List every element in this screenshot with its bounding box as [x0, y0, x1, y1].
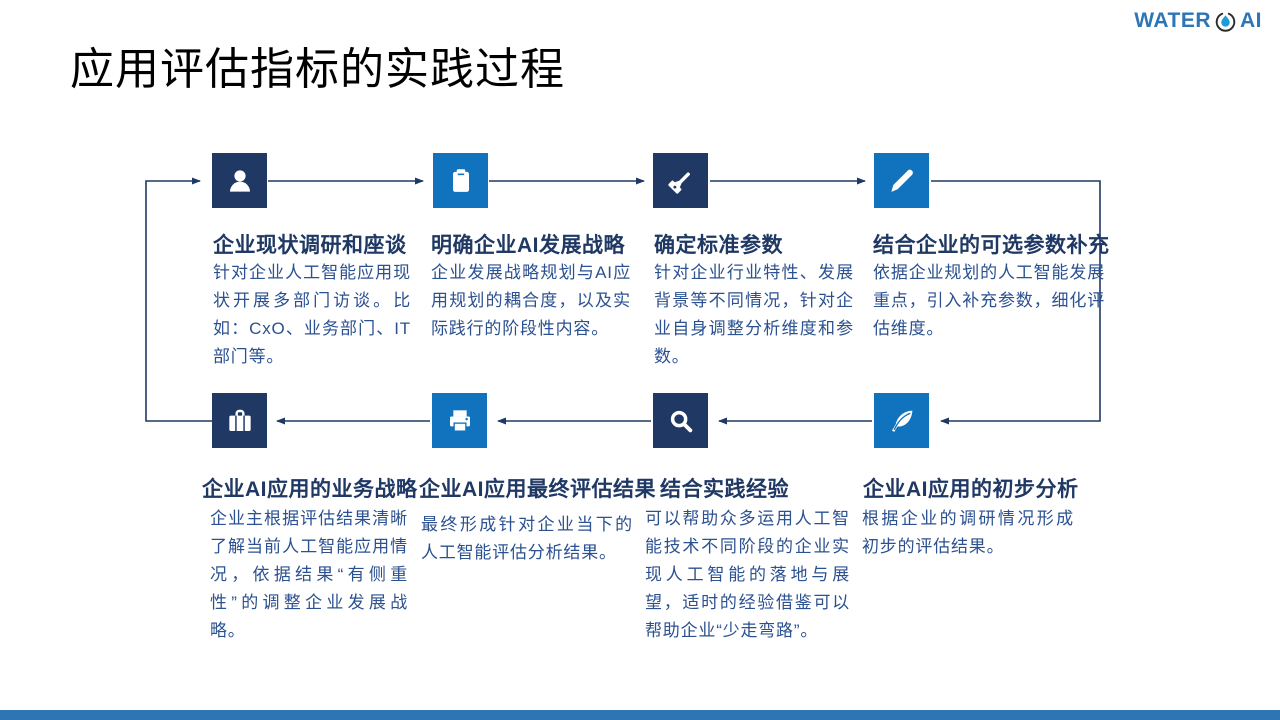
step5-title: 企业AI应用的业务战略 [202, 478, 418, 501]
arrow-loop-back [145, 177, 213, 422]
briefcase-icon [228, 409, 251, 431]
step1-title: 企业现状调研和座谈 [213, 234, 407, 257]
step1-tile [212, 153, 267, 208]
step1-body: 针对企业人工智能应用现状开展多部门访谈。比如：CxO、业务部门、IT部门等。 [213, 263, 411, 366]
step7-tile [653, 393, 708, 448]
step3-tile [653, 153, 708, 208]
step3-title: 确定标准参数 [654, 234, 783, 257]
step8-title: 企业AI应用的初步分析 [863, 478, 1079, 501]
bottom-accent-bar [0, 710, 1280, 720]
step8-body: 根据企业的调研情况形成初步的评估结果。 [862, 509, 1074, 556]
step2-body: 企业发展战略规划与AI应用规划的耦合度，以及实际践行的阶段性内容。 [431, 263, 631, 338]
printer-icon [449, 409, 470, 432]
step7-body: 可以帮助众多运用人工智能技术不同阶段的企业实现人工智能的落地与展望，适时的经验借… [645, 509, 850, 640]
brand-logo: WATER AI [1134, 9, 1262, 33]
step4-body: 依据企业规划的人工智能发展重点，引入补充参数，细化评估维度。 [873, 263, 1105, 338]
pencil-icon [890, 169, 913, 192]
water-droplet-icon [1215, 12, 1236, 32]
step6-tile [432, 393, 487, 448]
clipboard-icon [452, 168, 469, 192]
step5-tile [212, 393, 267, 448]
step7-title: 结合实践经验 [660, 478, 789, 501]
user-icon [229, 169, 250, 192]
step3-body: 针对企业行业特性、发展背景等不同情况，针对企业自身调整分析维度和参数。 [654, 263, 854, 366]
step8-tile [874, 393, 929, 448]
step6-title: 企业AI应用最终评估结果 [419, 478, 656, 501]
step6-body: 最终形成针对企业当下的人工智能评估分析结果。 [421, 515, 633, 562]
step5-body: 企业主根据评估结果清晰了解当前人工智能应用情况，依据结果“有侧重性”的调整企业发… [210, 509, 408, 640]
step4-tile [874, 153, 929, 208]
search-icon [670, 410, 692, 432]
logo-ai-text: AI [1240, 9, 1262, 32]
step2-title: 明确企业AI发展战略 [431, 234, 625, 257]
step4-title: 结合企业的可选参数补充 [873, 234, 1110, 257]
logo-water-text: WATER [1134, 9, 1211, 32]
feather-icon [891, 410, 912, 432]
page-title: 应用评估指标的实践过程 [70, 45, 565, 94]
step2-tile [433, 153, 488, 208]
flashlight-icon [667, 171, 690, 194]
